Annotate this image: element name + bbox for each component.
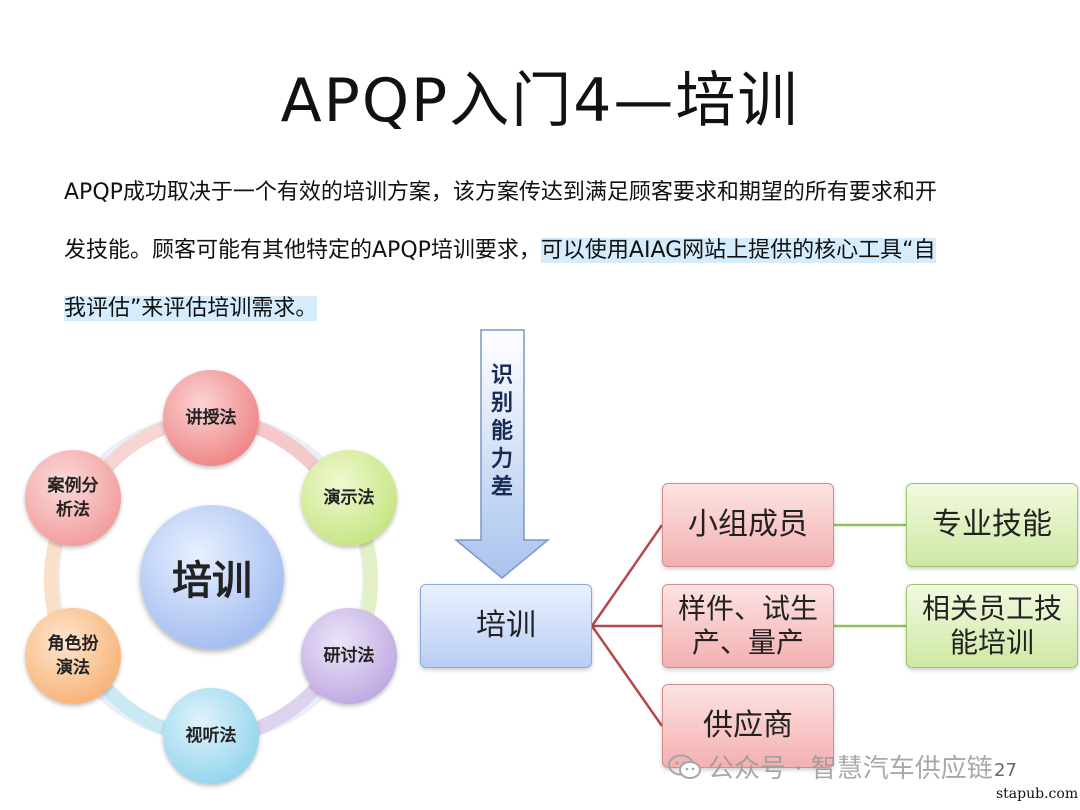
method-role-play: 角色扮 演法	[25, 608, 121, 704]
paragraph-line-2-plain: 发技能。顾客可能有其他特定的APQP培训要求，	[64, 238, 541, 263]
paragraph-line-2: 发技能。顾客可能有其他特定的APQP培训要求，可以使用AIAG网站上提供的核心工…	[64, 232, 936, 264]
cycle-ring-segment-2	[359, 538, 379, 622]
method-seminar: 研讨法	[301, 608, 397, 704]
paragraph-line-3-highlight: 我评估”来评估培训需求。	[64, 296, 318, 321]
down-arrow	[453, 329, 551, 579]
paragraph-line-1: APQP成功取决于一个有效的培训方案，该方案传达到满足顾客要求和期望的所有要求和…	[64, 180, 937, 205]
method-audiovisual: 视听法	[163, 688, 259, 784]
method-case-study: 案例分 析法	[25, 450, 121, 546]
paragraph-line-3: 我评估”来评估培训需求。	[64, 290, 318, 322]
site-url: stapub.com	[996, 786, 1079, 802]
connector-team	[590, 524, 664, 627]
method-demonstration: 演示法	[301, 450, 397, 546]
paragraph-line-2-highlight: 可以使用AIAG网站上提供的核心工具“自	[540, 238, 936, 263]
branch-team-members: 小组成员	[662, 483, 834, 567]
watermark-text: 公众号 · 智慧汽车供应链	[708, 754, 993, 784]
page-title: APQP入门4—培训	[280, 66, 800, 136]
branch-sample-production: 样件、试生 产、量产	[662, 584, 834, 668]
page-number: 27	[994, 760, 1017, 781]
branch-supplier: 供应商	[662, 684, 834, 768]
cycle-center-training: 培训	[140, 505, 284, 649]
arrow-label: 识别能力差	[490, 363, 513, 500]
connector-supplier	[590, 625, 664, 727]
leaf-professional-skills: 专业技能	[906, 483, 1078, 567]
method-lecture: 讲授法	[163, 370, 259, 466]
tree-root-training: 培训	[420, 584, 592, 668]
cycle-ring-segment-5	[43, 538, 63, 622]
wechat-icon	[668, 754, 701, 779]
leaf-staff-skill-training: 相关员工技 能培训	[906, 584, 1078, 668]
